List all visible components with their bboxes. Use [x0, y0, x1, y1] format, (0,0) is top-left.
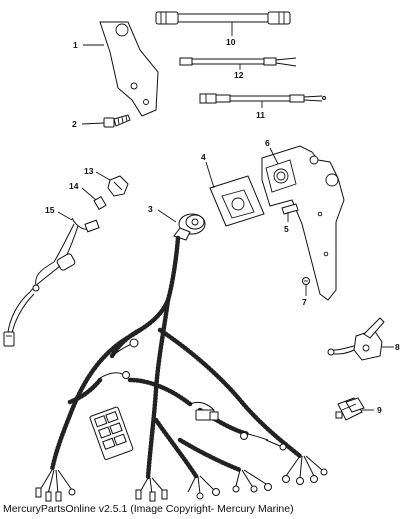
clip-part-5[interactable]	[281, 203, 299, 215]
callout-5[interactable]: 5	[284, 224, 289, 234]
harness-part-11[interactable]	[199, 93, 326, 104]
harness-part-12[interactable]	[179, 57, 297, 67]
harness-part-3[interactable]	[35, 213, 328, 502]
callout-14[interactable]: 14	[69, 181, 79, 191]
callout-2[interactable]: 2	[72, 119, 77, 129]
leader-15	[57, 211, 73, 221]
leader-14	[81, 187, 97, 201]
harness-part-15[interactable]	[3, 217, 100, 347]
callout-11[interactable]: 11	[256, 110, 265, 120]
connector-part-9[interactable]	[335, 397, 365, 421]
callout-12[interactable]: 12	[234, 70, 244, 80]
callout-8[interactable]: 8	[395, 342, 400, 352]
leader-4	[205, 161, 215, 189]
leader-13	[95, 171, 111, 181]
screw-part-7[interactable]	[302, 277, 310, 285]
callout-13[interactable]: 13	[84, 166, 94, 176]
leader-3	[157, 209, 177, 223]
callout-9[interactable]: 9	[377, 405, 382, 415]
plate-part-6[interactable]	[261, 145, 345, 301]
copyright-footer: MercuryPartsOnline v2.5.1 (Image Copyrig…	[3, 503, 294, 515]
callout-10[interactable]: 10	[226, 37, 236, 47]
callout-1[interactable]: 1	[73, 40, 78, 50]
callout-7[interactable]: 7	[302, 297, 307, 307]
leader-6	[269, 147, 279, 165]
callout-4[interactable]: 4	[201, 152, 206, 162]
bracket-part-1[interactable]	[99, 21, 159, 117]
callout-15[interactable]: 15	[45, 205, 55, 215]
bolt-part-2[interactable]	[103, 114, 131, 128]
callout-6[interactable]: 6	[265, 138, 270, 148]
gasket-part-4[interactable]	[209, 175, 265, 227]
callout-3[interactable]: 3	[148, 204, 153, 214]
harness-part-10[interactable]	[155, 11, 291, 25]
fuse-part-14[interactable]	[93, 195, 107, 211]
connector-part-13[interactable]	[107, 175, 129, 197]
leader-2	[81, 122, 105, 125]
sensor-part-8[interactable]	[327, 317, 385, 361]
